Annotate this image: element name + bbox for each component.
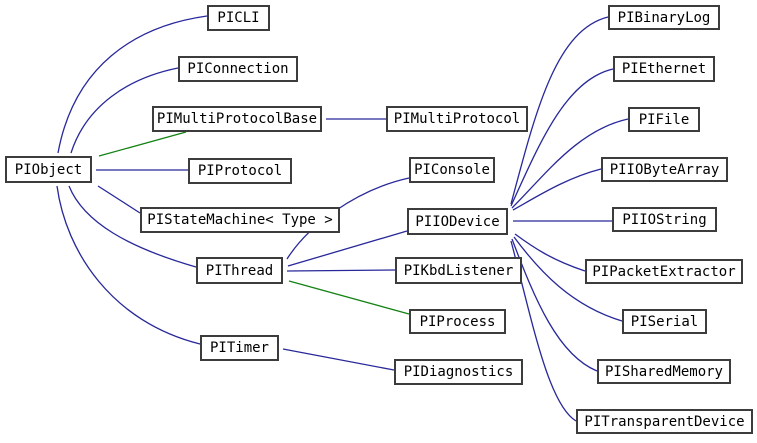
class-label: PIProcess xyxy=(419,313,496,330)
class-label: PIProtocol xyxy=(197,163,283,179)
class-node-pimultiprotocol[interactable]: PIMultiProtocol xyxy=(386,106,528,132)
class-node-pipacketextractor[interactable]: PIPacketExtractor xyxy=(585,259,743,284)
class-node-pisharedmemory[interactable]: PISharedMemory xyxy=(597,359,731,384)
class-label: PIObject xyxy=(14,161,83,178)
edge-pipacketextractor-to-piiodevice xyxy=(514,233,586,272)
class-label: PISerial xyxy=(630,313,699,330)
class-node-pithread[interactable]: PIThread xyxy=(196,257,283,284)
class-node-pimultiprotocolbase[interactable]: PIMultiProtocolBase xyxy=(152,106,322,132)
edge-pimultiprotocolbase-to-piobject xyxy=(98,131,187,157)
class-label: PIThread xyxy=(205,262,274,279)
class-node-piprocess[interactable]: PIProcess xyxy=(409,309,506,334)
class-node-piiostring[interactable]: PIIOString xyxy=(612,207,717,232)
class-node-pitransparentdevice[interactable]: PITransparentDevice xyxy=(576,409,753,434)
class-node-pifile[interactable]: PIFile xyxy=(628,107,700,132)
edge-pidiagnostics-to-pitimer xyxy=(282,348,395,371)
edge-pistatemachine-to-piobject xyxy=(97,185,141,214)
class-node-pitimer[interactable]: PITimer xyxy=(200,335,279,361)
class-label: PIMultiProtocolBase xyxy=(156,111,318,127)
class-label: PIConnection xyxy=(187,61,289,77)
edge-pibinarylog-to-piiodevice xyxy=(510,16,609,205)
class-label: PISharedMemory xyxy=(604,363,723,380)
class-label: PIIOByteArray xyxy=(609,161,720,178)
edge-piiodevice-to-pithread xyxy=(287,230,408,267)
class-label: PIFile xyxy=(638,111,690,128)
edge-piserial-to-piiodevice xyxy=(513,236,623,322)
class-label: PIPacketExtractor xyxy=(592,263,736,280)
class-label: PICLI xyxy=(217,10,260,26)
class-label: PIDiagnostics xyxy=(403,364,514,380)
edge-pithread-to-piobject xyxy=(68,185,197,268)
edge-pifile-to-piiodevice xyxy=(511,118,629,209)
class-node-piprotocol[interactable]: PIProtocol xyxy=(188,158,292,184)
edge-piethernet-to-piiodevice xyxy=(510,68,614,207)
edge-piconnection-to-piobject xyxy=(70,67,179,154)
class-label: PIConsole xyxy=(414,162,490,178)
class-node-piiodevice[interactable]: PIIODevice xyxy=(407,208,508,235)
class-label: PIIODevice xyxy=(415,213,500,230)
class-node-pidiagnostics[interactable]: PIDiagnostics xyxy=(394,359,523,385)
class-label: PIStateMachine< Type > xyxy=(147,212,333,228)
class-label: PIMultiProtocol xyxy=(393,111,521,127)
class-label: PIKbdListener xyxy=(403,262,514,279)
edge-piiobytearray-to-piiodevice xyxy=(512,168,602,211)
class-label: PITimer xyxy=(209,340,269,356)
class-node-piconsole[interactable]: PIConsole xyxy=(409,157,495,183)
class-node-pistatemachine[interactable]: PIStateMachine< Type > xyxy=(140,207,340,233)
class-node-piiobytearray[interactable]: PIIOByteArray xyxy=(601,157,728,182)
class-node-piserial[interactable]: PISerial xyxy=(622,309,707,334)
edge-pitimer-to-piobject xyxy=(56,185,201,345)
class-node-pibinarylog[interactable]: PIBinaryLog xyxy=(608,5,720,30)
class-label: PITransparentDevice xyxy=(584,413,745,430)
class-label: PIBinaryLog xyxy=(617,9,711,26)
class-node-pikbdlistener[interactable]: PIKbdListener xyxy=(395,257,522,284)
edge-piprocess-to-pithread xyxy=(288,280,410,315)
class-node-picli[interactable]: PICLI xyxy=(207,5,270,31)
class-label: PIEthernet xyxy=(621,61,707,77)
edge-picli-to-piobject xyxy=(57,15,208,154)
class-node-piconnection[interactable]: PIConnection xyxy=(178,56,298,82)
class-node-piethernet[interactable]: PIEthernet xyxy=(613,56,715,82)
edge-pikbdlistener-to-pithread xyxy=(286,269,396,272)
class-node-piobject[interactable]: PIObject xyxy=(5,156,92,183)
class-label: PIIOString xyxy=(622,211,707,228)
